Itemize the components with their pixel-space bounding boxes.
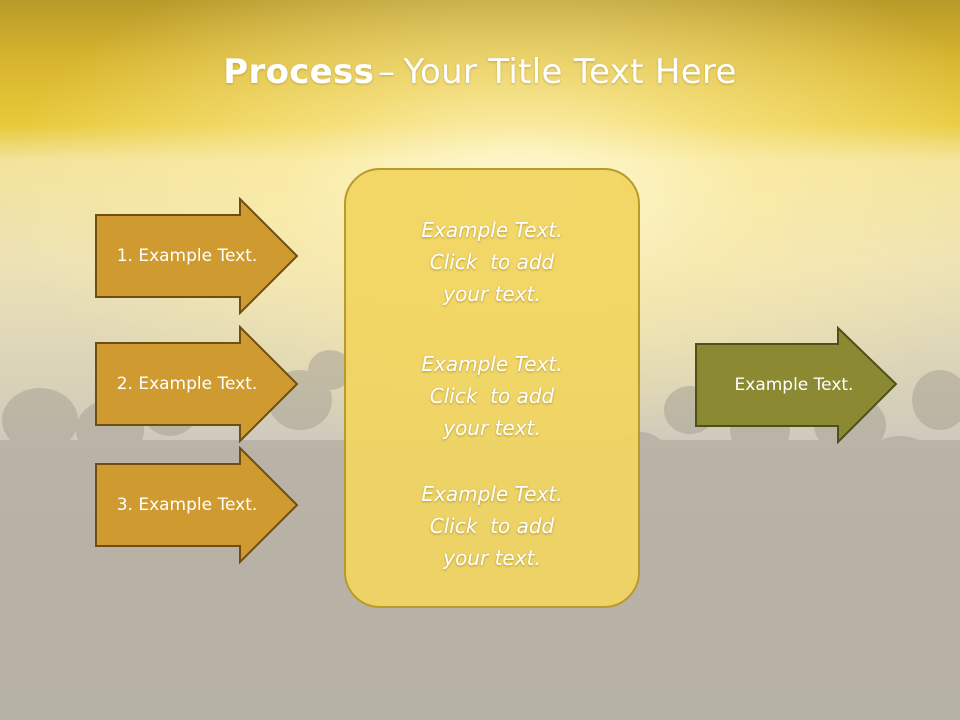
slide-title: Process–Your Title Text Here — [0, 52, 960, 92]
panel-text-line: Example Text. — [421, 352, 563, 376]
content-panel[interactable]: Example Text. Click to add your text. Ex… — [344, 168, 640, 608]
step-arrow-3[interactable]: 3. Example Text. — [94, 446, 300, 564]
step-arrow-2[interactable]: 2. Example Text. — [94, 325, 300, 443]
title-separator: – — [378, 52, 396, 92]
step-arrow-1[interactable]: 1. Example Text. — [94, 197, 300, 315]
arrow-right-shape — [95, 325, 299, 443]
step-arrow-label: 2. Example Text. — [116, 374, 258, 394]
panel-text-line: Click to add — [429, 514, 555, 538]
panel-text-line: Click to add — [429, 384, 555, 408]
panel-text-line: your text. — [443, 546, 541, 570]
panel-text-line: your text. — [443, 282, 541, 306]
panel-text-line: your text. — [443, 416, 541, 440]
panel-text-line: Click to add — [429, 250, 555, 274]
result-arrow-label: Example Text. — [734, 375, 854, 395]
result-arrow[interactable]: Example Text. — [694, 326, 900, 444]
arrow-right-shape — [95, 197, 299, 315]
arrow-right-shape — [95, 446, 299, 564]
panel-text-line: Example Text. — [421, 218, 563, 242]
arrow-right-shape — [695, 326, 898, 444]
step-arrow-label: 3. Example Text. — [116, 495, 258, 515]
panel-text-block-3[interactable]: Example Text. Click to add your text. — [346, 478, 638, 574]
title-rest: Your Title Text Here — [403, 52, 737, 92]
step-arrow-label: 1. Example Text. — [116, 246, 258, 266]
panel-text-block-1[interactable]: Example Text. Click to add your text. — [346, 214, 638, 310]
title-strong: Process — [223, 52, 375, 92]
panel-text-line: Example Text. — [421, 482, 563, 506]
panel-text-block-2[interactable]: Example Text. Click to add your text. — [346, 348, 638, 444]
